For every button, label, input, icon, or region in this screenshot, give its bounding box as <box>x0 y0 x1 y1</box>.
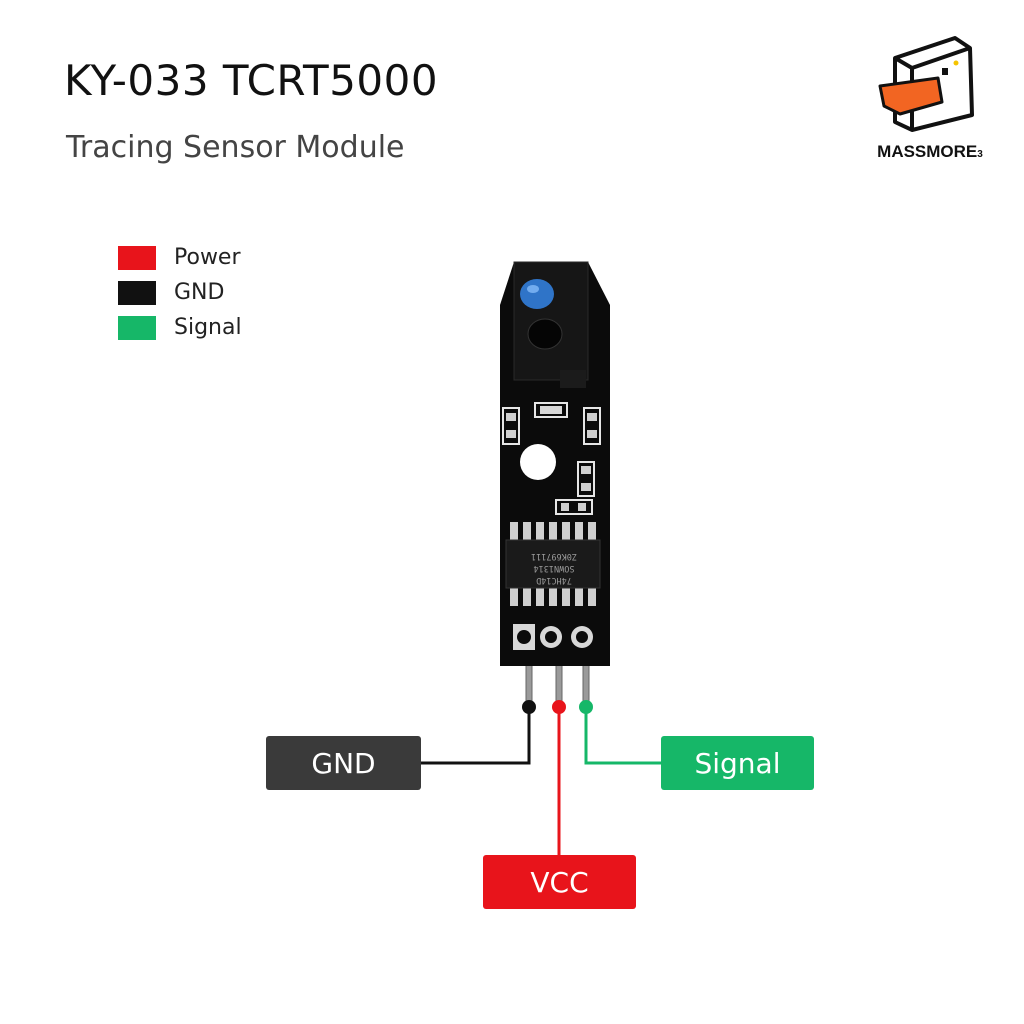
legend-label-gnd: GND <box>174 280 225 305</box>
brand-mark: 3 <box>977 149 983 160</box>
gnd-label: GND <box>311 746 376 780</box>
brand-name: MASSMORE3 <box>877 142 983 161</box>
sensor-board <box>500 261 610 666</box>
ic-marking-line-3: Z0K697111 <box>530 551 578 561</box>
massmore-logo: MASSMORE3 <box>860 30 1000 170</box>
gnd-label-box: GND <box>266 736 421 790</box>
legend: Power GND Signal <box>118 240 242 345</box>
vcc-label: VCC <box>530 865 589 899</box>
legend-label-signal: Signal <box>174 315 242 340</box>
ic-marking-line-2: SOWN1314 <box>533 563 575 573</box>
signal-wire <box>584 706 662 765</box>
duck-mascot-icon <box>878 36 974 132</box>
power-swatch <box>118 245 156 270</box>
page-subtitle: Tracing Sensor Module <box>66 130 405 165</box>
ir-emitter-led <box>520 279 554 309</box>
ir-receiver <box>527 318 563 350</box>
vcc-label-box: VCC <box>483 855 636 909</box>
legend-item-power: Power <box>118 240 242 275</box>
legend-label-power: Power <box>174 245 241 270</box>
ic-chip <box>505 522 601 606</box>
ic-marking-line-1: 74HC14D <box>536 575 572 585</box>
signal-label-box: Signal <box>661 736 814 790</box>
gnd-junction <box>522 700 536 714</box>
vcc-junction <box>552 700 566 714</box>
signal-label: Signal <box>694 746 781 780</box>
legend-item-gnd: GND <box>118 275 242 310</box>
gnd-wire <box>420 706 531 765</box>
signal-swatch <box>118 315 156 340</box>
gnd-swatch <box>118 280 156 305</box>
mounting-hole <box>520 444 556 480</box>
ic-markings: 74HC14D SOWN1314 Z0K697111 <box>510 546 598 586</box>
signal-junction <box>579 700 593 714</box>
page-title: KY-033 TCRT5000 <box>64 56 439 105</box>
legend-item-signal: Signal <box>118 310 242 345</box>
